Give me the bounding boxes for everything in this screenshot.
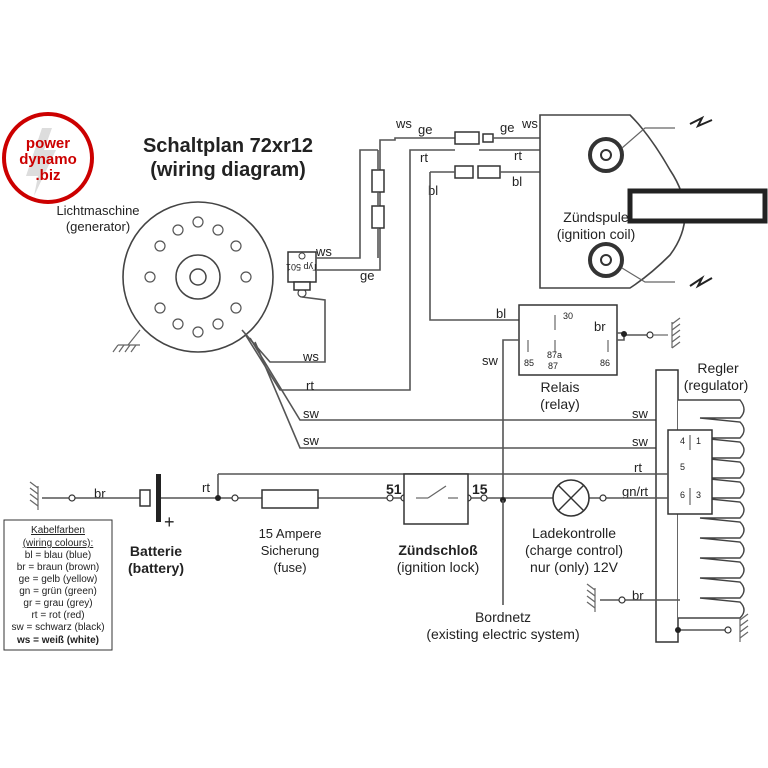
ground-symbol-generator bbox=[112, 329, 141, 353]
relay-pin-85: 85 bbox=[524, 358, 534, 368]
regulator: Regler (regulator) 4 1 5 6 3 bbox=[655, 360, 749, 643]
regulator-label-en: (regulator) bbox=[684, 377, 749, 393]
logo-line1: power bbox=[26, 135, 70, 152]
wire-label-rt-top2: rt bbox=[514, 148, 522, 163]
wire-label-ws-top: ws bbox=[395, 116, 412, 131]
charge-control-note: nur (only) 12V bbox=[530, 559, 619, 575]
ground-symbol-regulator bbox=[586, 583, 596, 612]
relay-label-de: Relais bbox=[541, 379, 580, 395]
legend-row: ws = weiß (white) bbox=[16, 635, 99, 646]
legend-row: ge = gelb (yellow) bbox=[19, 574, 98, 585]
wire-label-sw-relay: sw bbox=[482, 353, 499, 368]
bordnetz-label-en: (existing electric system) bbox=[426, 626, 579, 642]
wire-label-ge-top: ge bbox=[418, 122, 432, 137]
cdi-module: Typ 501 bbox=[286, 251, 318, 298]
ground-symbol-battery bbox=[29, 481, 39, 510]
legend-row: rt = rot (red) bbox=[31, 610, 84, 621]
bordnetz-label-de: Bordnetz bbox=[475, 609, 531, 625]
wire-label-br-relay: br bbox=[594, 319, 606, 334]
wire-label-sw-reg1: sw bbox=[632, 406, 649, 421]
fuse-label-2: Sicherung bbox=[261, 543, 320, 558]
legend-title: Kabelfarben bbox=[31, 525, 85, 536]
ignition-lock-label-de: Zündschloß bbox=[398, 542, 478, 558]
fuse-label-1: 15 Ampere bbox=[259, 526, 322, 541]
generator: Lichtmaschine (generator) bbox=[56, 201, 274, 353]
legend-row: br = braun (brown) bbox=[17, 562, 100, 573]
regulator-pin-6: 6 bbox=[680, 490, 685, 500]
relay-pin-86: 86 bbox=[600, 358, 610, 368]
diagram-subtitle: (wiring diagram) bbox=[150, 159, 306, 181]
ignition-coil: Zündspule (ignition coil) bbox=[539, 114, 768, 289]
regulator-pin-5: 5 bbox=[680, 462, 685, 472]
legend-row: gr = grau (grey) bbox=[23, 598, 92, 609]
legend-subtitle: (wiring colours): bbox=[23, 538, 94, 549]
ground-symbol-relay bbox=[671, 317, 681, 349]
wiring-colour-legend: Kabelfarben (wiring colours): bl = blau … bbox=[3, 519, 113, 651]
fuse-label-3: (fuse) bbox=[273, 560, 306, 575]
wire-label-ge-top2: ge bbox=[500, 120, 514, 135]
spark-icon-bottom bbox=[689, 275, 713, 289]
ignition-pin-51: 51 bbox=[386, 481, 402, 497]
diagram-title: Schaltplan 72xr12 bbox=[143, 135, 313, 157]
fuse: 15 Ampere Sicherung (fuse) bbox=[259, 489, 322, 575]
wire-label-sw-gen2: sw bbox=[303, 433, 320, 448]
legend-row: bl = blau (blue) bbox=[25, 550, 91, 561]
relay-label-en: (relay) bbox=[540, 396, 580, 412]
regulator-pin-3: 3 bbox=[696, 490, 701, 500]
wire-label-gnrt-reg: gn/rt bbox=[622, 484, 648, 499]
legend-row: gn = grün (green) bbox=[19, 586, 97, 597]
relay-pin-87: 87 bbox=[548, 361, 558, 371]
battery-plus: + bbox=[164, 512, 175, 532]
wire-label-ge-cdi: ge bbox=[360, 268, 374, 283]
ignition-lock-label-en: (ignition lock) bbox=[397, 559, 479, 575]
relay-pin-30: 30 bbox=[563, 311, 573, 321]
generator-shaft bbox=[189, 268, 207, 286]
wire-label-sw-reg2: sw bbox=[632, 434, 649, 449]
wire-label-ws-cdi: ws bbox=[315, 244, 332, 259]
regulator-pin-4: 4 bbox=[680, 436, 685, 446]
charge-control-label-de: Ladekontrolle bbox=[532, 525, 616, 541]
regulator-label-de: Regler bbox=[697, 360, 739, 376]
wire-label-rt-reg: rt bbox=[634, 460, 642, 475]
ground-symbol-regulator-2 bbox=[739, 613, 749, 642]
wire-label-bl-top2: bl bbox=[512, 174, 522, 189]
ignition-lock: 51 15 Zündschloß (ignition lock) bbox=[386, 473, 488, 575]
wire-label-rt-gen: rt bbox=[306, 378, 314, 393]
logo-line2: dynamo bbox=[19, 151, 77, 168]
battery-label-de: Batterie bbox=[130, 543, 182, 559]
wire-label-rt-bat: rt bbox=[202, 480, 210, 495]
battery: + Batterie (battery) bbox=[128, 474, 184, 576]
spark-icon-top bbox=[689, 115, 713, 128]
wire-label-bl-relay: bl bbox=[496, 306, 506, 321]
coil-label-de: Zündspule bbox=[563, 209, 629, 225]
powerdynamo-logo: power dynamo .biz bbox=[2, 112, 94, 204]
coil-label-en: (ignition coil) bbox=[557, 226, 636, 242]
wire-label-sw-gen1: sw bbox=[303, 406, 320, 421]
logo-line3: .biz bbox=[36, 167, 61, 184]
legend-row: sw = schwarz (black) bbox=[11, 622, 104, 633]
regulator-pin-1: 1 bbox=[696, 436, 701, 446]
generator-label-de: Lichtmaschine bbox=[56, 203, 139, 218]
generator-label-en: (generator) bbox=[66, 219, 130, 234]
wire-label-ws-top2: ws bbox=[521, 116, 538, 131]
charge-control-lamp: Ladekontrolle (charge control) nur (only… bbox=[525, 479, 623, 575]
wire-label-rt-top: rt bbox=[420, 150, 428, 165]
charge-control-label-en: (charge control) bbox=[525, 542, 623, 558]
ignition-pin-15: 15 bbox=[472, 481, 488, 497]
battery-label-en: (battery) bbox=[128, 560, 184, 576]
relay: 30 85 87a 87 86 Relais (relay) bbox=[518, 304, 618, 412]
wire-label-ws-gen: ws bbox=[302, 349, 319, 364]
wire-label-bl-top: bl bbox=[428, 183, 438, 198]
cdi-type-label: Typ 501 bbox=[286, 262, 318, 272]
relay-pin-87a: 87a bbox=[547, 350, 562, 360]
